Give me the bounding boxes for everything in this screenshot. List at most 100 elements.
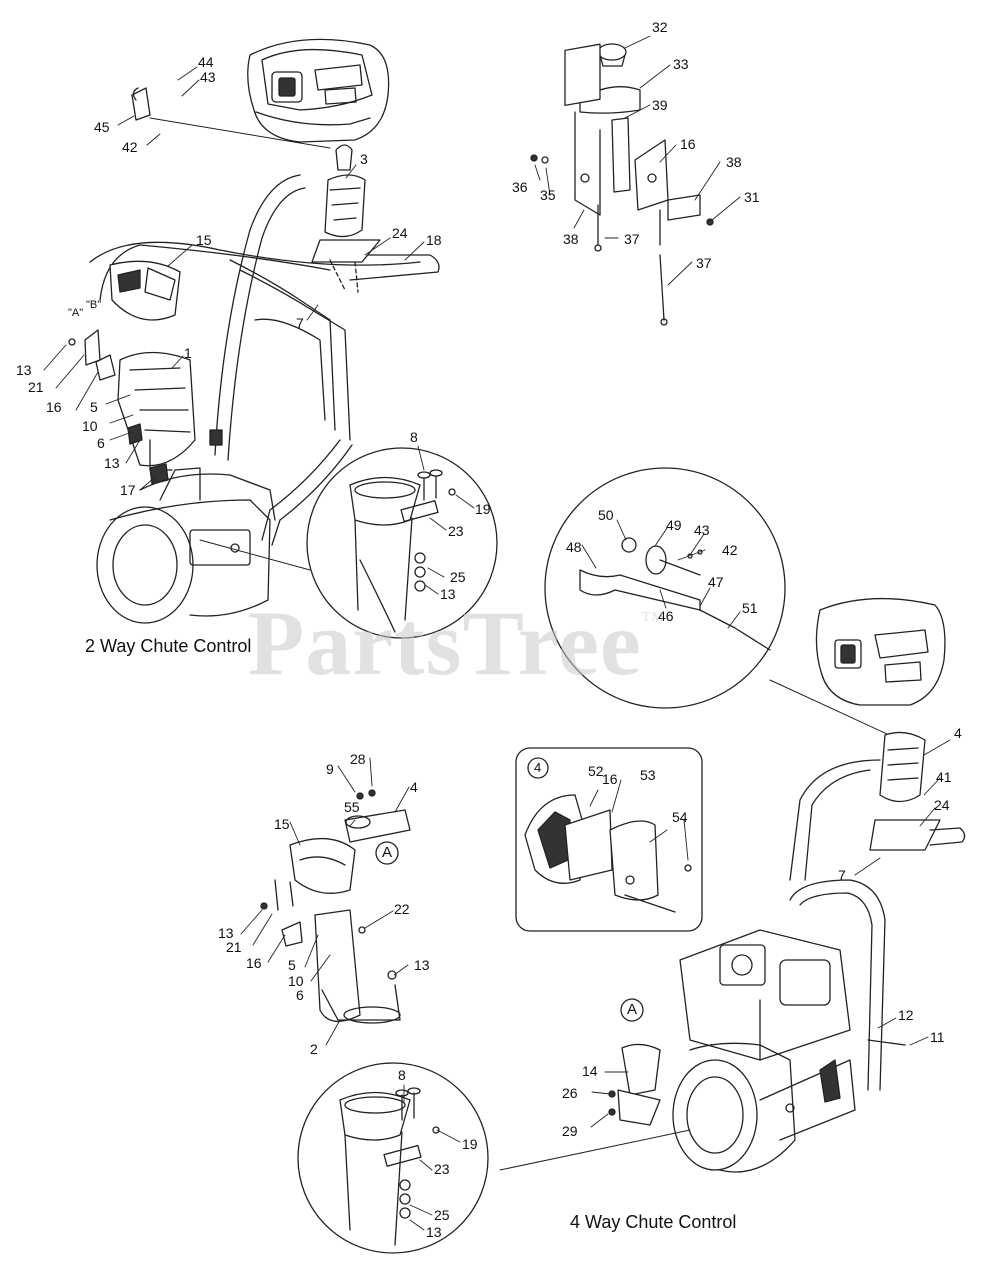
callout-9[interactable]: 9 xyxy=(326,761,334,777)
inset-label: 4 xyxy=(534,760,542,775)
callout-13-f[interactable]: 13 xyxy=(426,1224,442,1240)
callout-50[interactable]: 50 xyxy=(598,507,614,523)
ref-a-upper: A xyxy=(382,844,393,861)
callout-15-b[interactable]: 15 xyxy=(274,816,290,832)
callout-42-b[interactable]: 42 xyxy=(722,542,738,558)
chute-deflector-15 xyxy=(109,260,181,321)
callout-4-b[interactable]: 4 xyxy=(410,779,418,795)
callout-17[interactable]: 17 xyxy=(120,482,136,498)
callout-10[interactable]: 10 xyxy=(82,418,98,434)
zoom-circle-left xyxy=(306,447,498,639)
chute-cable-left xyxy=(99,244,331,301)
callout-11[interactable]: 11 xyxy=(930,1029,945,1045)
ref-a-lower: A xyxy=(627,1001,638,1018)
callout-3[interactable]: 3 xyxy=(360,151,368,167)
callout-25-b[interactable]: 25 xyxy=(434,1207,450,1223)
callout-24-b[interactable]: 24 xyxy=(934,797,950,813)
callout-8[interactable]: 8 xyxy=(410,429,418,445)
handle-frame-left xyxy=(214,174,440,546)
callout-8-b[interactable]: 8 xyxy=(398,1067,406,1083)
machine-4-way xyxy=(672,731,966,1173)
callout-32[interactable]: 32 xyxy=(652,19,668,35)
callout-1[interactable]: 1 xyxy=(184,345,192,361)
ref-a-circle-upper xyxy=(375,841,399,865)
callout-46[interactable]: 46 xyxy=(658,608,674,624)
callout-5[interactable]: 5 xyxy=(90,399,98,415)
callout-38-b[interactable]: 38 xyxy=(563,231,579,247)
callout-7-b[interactable]: 7 xyxy=(838,867,846,883)
callout-24[interactable]: 24 xyxy=(392,225,408,241)
callout-33[interactable]: 33 xyxy=(673,56,689,72)
callout-48[interactable]: 48 xyxy=(566,539,582,555)
callout-13-e[interactable]: 13 xyxy=(414,957,430,973)
dash-panel-top-left xyxy=(247,38,390,143)
callout-36[interactable]: 36 xyxy=(512,179,528,195)
callout-21-b[interactable]: 21 xyxy=(226,939,242,955)
callout-4[interactable]: 4 xyxy=(954,725,962,741)
callout-16-d[interactable]: 16 xyxy=(602,771,618,787)
callout-35[interactable]: 35 xyxy=(540,187,556,203)
callout-54[interactable]: 54 xyxy=(672,809,688,825)
inset-box-4 xyxy=(515,747,703,932)
callout-51[interactable]: 51 xyxy=(742,600,758,616)
bolt-13 xyxy=(68,338,76,346)
callout-37-b[interactable]: 37 xyxy=(696,255,712,271)
callout-19-b[interactable]: 19 xyxy=(462,1136,478,1152)
callout-39[interactable]: 39 xyxy=(652,97,668,113)
callout-15[interactable]: 15 xyxy=(196,232,212,248)
callout-43[interactable]: 43 xyxy=(200,69,216,85)
callout-13-c[interactable]: 13 xyxy=(440,586,456,602)
callout-23-b[interactable]: 23 xyxy=(434,1161,450,1177)
callout-21[interactable]: 21 xyxy=(28,379,44,395)
callout-44[interactable]: 44 xyxy=(198,54,214,70)
callout-52[interactable]: 52 xyxy=(588,763,604,779)
chute-parts-middle xyxy=(260,789,411,1024)
callout-41[interactable]: 41 xyxy=(936,769,952,785)
callout-38[interactable]: 38 xyxy=(726,154,742,170)
label-b: "B" xyxy=(86,299,102,311)
leader-zoom-bottom xyxy=(499,1129,691,1171)
callout-28[interactable]: 28 xyxy=(350,751,366,767)
callout-31[interactable]: 31 xyxy=(744,189,760,205)
callout-19[interactable]: 19 xyxy=(475,501,491,517)
callout-5-b[interactable]: 5 xyxy=(288,957,296,973)
callout-13[interactable]: 13 xyxy=(16,362,32,378)
callout-13-d[interactable]: 13 xyxy=(218,925,234,941)
callout-55[interactable]: 55 xyxy=(344,799,360,815)
callout-16[interactable]: 16 xyxy=(46,399,62,415)
callout-53[interactable]: 53 xyxy=(640,767,656,783)
callout-45[interactable]: 45 xyxy=(94,119,110,135)
callout-49[interactable]: 49 xyxy=(666,517,682,533)
callout-13-b[interactable]: 13 xyxy=(104,455,120,471)
callout-16-c[interactable]: 16 xyxy=(246,955,262,971)
watermark-text: PartsTree xyxy=(248,592,642,694)
callout-22[interactable]: 22 xyxy=(394,901,410,917)
callout-25[interactable]: 25 xyxy=(450,569,466,585)
chute-base-14 xyxy=(608,1043,661,1126)
leader-zoom-left xyxy=(199,539,311,571)
watermark: PartsTreeTM xyxy=(248,590,665,696)
callout-43-b[interactable]: 43 xyxy=(694,522,710,538)
label-a: "A" xyxy=(68,307,84,319)
chute-1 xyxy=(117,351,196,471)
auger-housing-left xyxy=(96,467,276,624)
callout-23[interactable]: 23 xyxy=(448,523,464,539)
callout-2[interactable]: 2 xyxy=(310,1041,318,1057)
callout-6-b[interactable]: 6 xyxy=(296,987,304,1003)
callout-47[interactable]: 47 xyxy=(708,574,724,590)
callout-7[interactable]: 7 xyxy=(296,315,304,331)
callout-12[interactable]: 12 xyxy=(898,1007,914,1023)
callout-26[interactable]: 26 xyxy=(562,1085,578,1101)
callout-10-b[interactable]: 10 xyxy=(288,973,304,989)
callout-14[interactable]: 14 xyxy=(582,1063,598,1079)
callout-16-b[interactable]: 16 xyxy=(680,136,696,152)
callout-37[interactable]: 37 xyxy=(624,231,640,247)
caption-4-way: 4 Way Chute Control xyxy=(570,1212,737,1232)
zoom-circle-bottom xyxy=(297,1062,489,1254)
leader-zoom-right xyxy=(769,679,901,741)
callout-18[interactable]: 18 xyxy=(426,232,442,248)
callout-6[interactable]: 6 xyxy=(97,435,105,451)
zoom-circle-right xyxy=(544,467,786,709)
callout-42[interactable]: 42 xyxy=(122,139,138,155)
callout-29[interactable]: 29 xyxy=(562,1123,578,1139)
